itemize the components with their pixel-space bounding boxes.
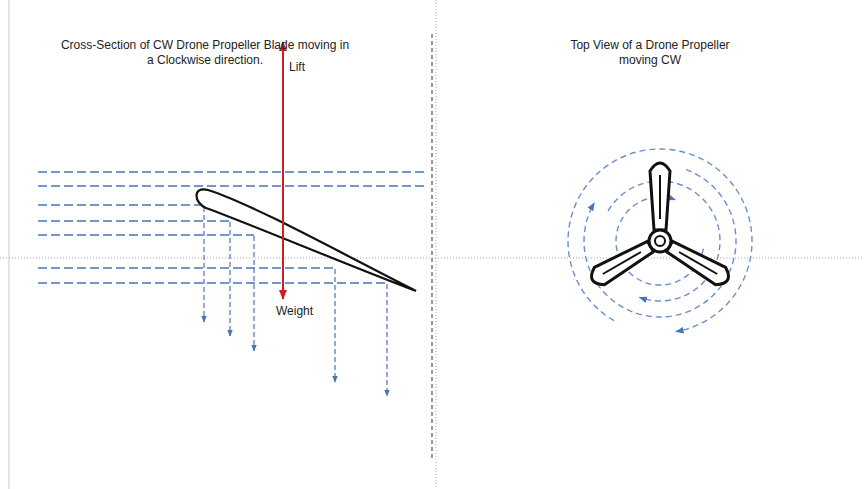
propeller-icon xyxy=(587,163,732,289)
rotation-arrows xyxy=(568,149,752,332)
panel-divider xyxy=(432,34,433,458)
panel-title: Cross-Section of CW Drone Propeller Blad… xyxy=(60,38,350,68)
axis-line xyxy=(436,0,437,489)
force-label: Lift xyxy=(289,60,305,75)
frame-line xyxy=(9,0,10,489)
panel-title: Top View of a Drone Propeller moving CW xyxy=(560,38,740,68)
airfoil xyxy=(197,189,417,291)
force-label: Weight xyxy=(276,304,313,319)
weight-arrow xyxy=(282,200,284,299)
